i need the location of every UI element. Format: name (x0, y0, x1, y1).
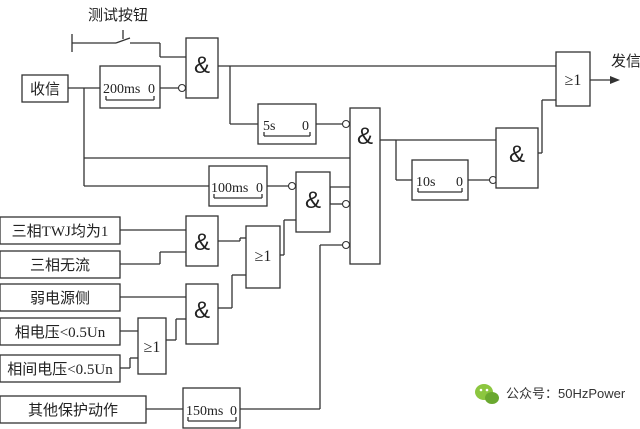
output-arrow-icon (610, 76, 620, 84)
inversion-bubble (341, 199, 351, 209)
and-gate-5: & (185, 283, 219, 345)
timer-5s: 5s 0 (257, 103, 317, 145)
timer-5s-value: 0 (302, 119, 309, 134)
and-gate-2-symbol: & (305, 187, 321, 214)
and-gate-1: & (185, 37, 219, 99)
or-gate-2-symbol: ≥1 (144, 339, 161, 356)
timer-100ms-label: 100ms (211, 181, 248, 196)
timer-100ms: 100ms 0 (208, 165, 268, 207)
timer-200ms-label: 200ms (103, 82, 140, 97)
inversion-bubble (287, 181, 297, 191)
timer-10s-value: 0 (456, 175, 463, 190)
timer-150ms-value: 0 (230, 404, 237, 419)
timer-5s-label: 5s (263, 119, 275, 134)
watermark-text: 公众号：50HzPower (506, 386, 626, 401)
input-line-voltage-label: 相间电压<0.5Un (7, 361, 113, 378)
input-no-current: 三相无流 (0, 250, 121, 279)
input-phase-voltage: 相电压<0.5Un (0, 317, 121, 346)
receive-label: 收信 (30, 81, 60, 98)
timer-150ms: 150ms 0 (182, 387, 241, 429)
and-gate-4: & (185, 215, 219, 267)
or-gate-1: ≥1 (245, 225, 281, 289)
wires (68, 30, 610, 410)
and-gate-6: & (495, 127, 539, 189)
and-gate-3-symbol: & (357, 123, 373, 150)
input-phase-voltage-label: 相电压<0.5Un (15, 324, 106, 341)
test-button-label: 测试按钮 (88, 7, 148, 24)
inversion-bubble (341, 240, 351, 250)
input-weak-source-label: 弱电源侧 (30, 290, 90, 307)
input-other-protection: 其他保护动作 (0, 395, 147, 424)
and-gate-6-symbol: & (509, 141, 525, 168)
input-no-current-label: 三相无流 (30, 257, 90, 274)
input-twj-label: 三相TWJ均为1 (12, 223, 109, 240)
or-gate-2: ≥1 (137, 317, 167, 375)
inversion-bubble (177, 83, 187, 93)
and-gate-4-symbol: & (194, 229, 210, 256)
and-gate-1-symbol: & (194, 52, 210, 79)
inversion-bubble (341, 119, 351, 129)
input-weak-source: 弱电源侧 (0, 283, 121, 312)
timer-10s: 10s 0 (411, 159, 469, 201)
receive-input: 收信 (21, 74, 69, 103)
wechat-icon (475, 384, 499, 404)
and-gate-5-symbol: & (194, 297, 210, 324)
or-gate-3-symbol: ≥1 (565, 72, 582, 89)
and-gate-3: & (349, 107, 381, 265)
send-label: 发信 (611, 53, 640, 70)
input-other-protection-label: 其他保护动作 (28, 402, 118, 419)
timer-200ms-value: 0 (148, 82, 155, 97)
timer-200ms: 200ms 0 (99, 65, 161, 109)
and-gate-2: & (295, 171, 331, 233)
timer-10s-label: 10s (416, 175, 435, 190)
or-gate-1-symbol: ≥1 (255, 248, 272, 265)
input-twj: 三相TWJ均为1 (0, 216, 121, 245)
input-line-voltage: 相间电压<0.5Un (0, 354, 121, 383)
or-gate-3: ≥1 (555, 51, 591, 107)
timer-150ms-label: 150ms (186, 404, 223, 419)
timer-100ms-value: 0 (256, 181, 263, 196)
